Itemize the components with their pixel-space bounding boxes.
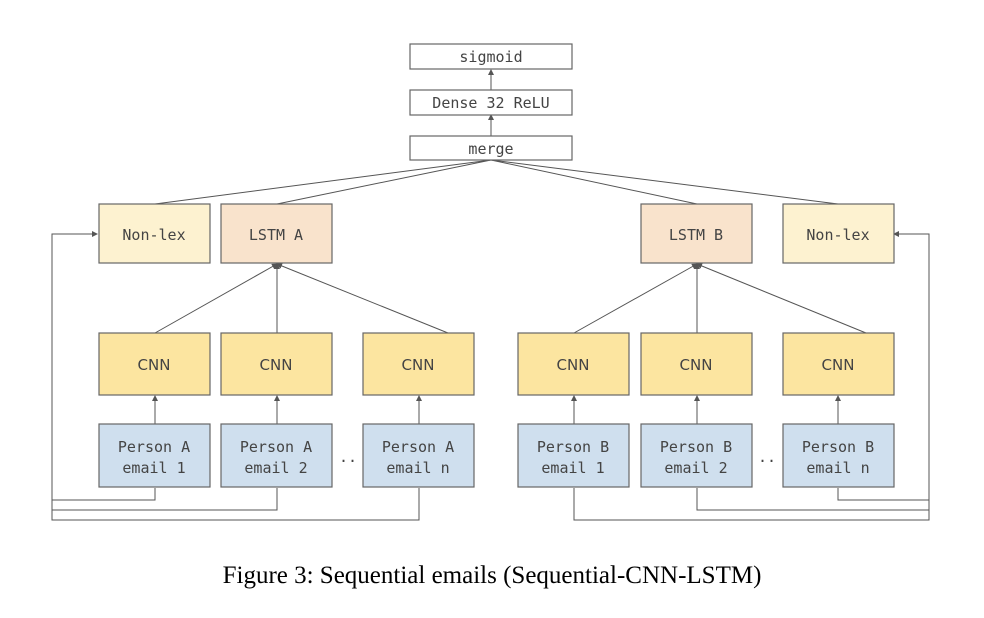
dense-node: Dense 32 ReLU <box>409 89 573 116</box>
edge-cnn-a1-lstm <box>154 263 278 334</box>
loop-b1 <box>573 231 930 521</box>
loop-b3 <box>837 488 929 501</box>
email-b1-line2: email 1 <box>541 459 604 477</box>
lstm-a-label: LSTM A <box>249 226 303 244</box>
email-a1-line2: email 1 <box>122 459 185 477</box>
loop-a1 <box>52 488 156 501</box>
merge-node: merge <box>409 135 573 161</box>
email-b3-line2: email n <box>806 459 869 477</box>
figure-caption: Figure 3: Sequential emails (Sequential-… <box>222 562 762 589</box>
cnn-a3-label: CNN <box>402 356 435 374</box>
email-a3-node: Person A email n <box>362 423 475 488</box>
cnn-b1-node: CNN <box>517 332 630 396</box>
cnn-a3-node: CNN <box>362 332 475 396</box>
nonlex-b-node: Non-lex <box>782 203 895 264</box>
cnn-b2-label: CNN <box>680 356 713 374</box>
edge-lstm-a-merge <box>276 159 492 205</box>
edge-nonlex-a-merge <box>154 159 492 205</box>
lstm-b-label: LSTM B <box>669 226 723 244</box>
email-b1-line1: Person B <box>537 438 609 456</box>
architecture-diagram: sigmoid Dense 32 ReLU merge Non-lex LSTM… <box>51 43 930 521</box>
ellipsis-a: ·· <box>339 452 357 470</box>
email-a1-node: Person A email 1 <box>98 423 211 488</box>
edges <box>51 69 930 521</box>
email-a3-line1: Person A <box>382 438 454 456</box>
sigmoid-label: sigmoid <box>459 48 522 66</box>
merge-label: merge <box>468 140 513 158</box>
email-b1-node: Person B email 1 <box>517 423 630 488</box>
cnn-a2-node: CNN <box>220 332 333 396</box>
cnn-b3-node: CNN <box>782 332 895 396</box>
email-a2-line1: Person A <box>240 438 312 456</box>
cnn-b3-label: CNN <box>822 356 855 374</box>
email-a1-line1: Person A <box>118 438 190 456</box>
cnn-a1-label: CNN <box>138 356 171 374</box>
lstm-b-node: LSTM B <box>640 203 753 264</box>
email-b2-line1: Person B <box>660 438 732 456</box>
edge-lstm-b-merge <box>490 159 698 205</box>
email-a2-node: Person A email 2 <box>220 423 333 488</box>
edge-nonlex-b-merge <box>490 159 839 205</box>
cnn-b1-label: CNN <box>557 356 590 374</box>
nonlex-a-node: Non-lex <box>98 203 211 264</box>
loop-a3 <box>51 231 420 521</box>
edge-cnn-b3-lstm <box>696 263 867 334</box>
nonlex-a-label: Non-lex <box>122 226 185 244</box>
email-b2-node: Person B email 2 <box>640 423 753 488</box>
cnn-b2-node: CNN <box>640 332 753 396</box>
lstm-a-node: LSTM A <box>220 203 333 264</box>
email-a2-line2: email 2 <box>244 459 307 477</box>
email-b3-line1: Person B <box>802 438 874 456</box>
ellipsis-b: ·· <box>758 452 776 470</box>
dense-label: Dense 32 ReLU <box>432 94 549 112</box>
email-b3-node: Person B email n <box>782 423 895 488</box>
email-b2-line2: email 2 <box>664 459 727 477</box>
cnn-a2-label: CNN <box>260 356 293 374</box>
email-a3-line2: email n <box>386 459 449 477</box>
cnn-a1-node: CNN <box>98 332 211 396</box>
nonlex-b-label: Non-lex <box>806 226 869 244</box>
loop-b2 <box>696 488 929 511</box>
loop-a2 <box>52 488 278 511</box>
edge-cnn-b1-lstm <box>573 263 698 334</box>
sigmoid-node: sigmoid <box>409 43 573 70</box>
edge-cnn-a3-lstm <box>276 263 449 334</box>
